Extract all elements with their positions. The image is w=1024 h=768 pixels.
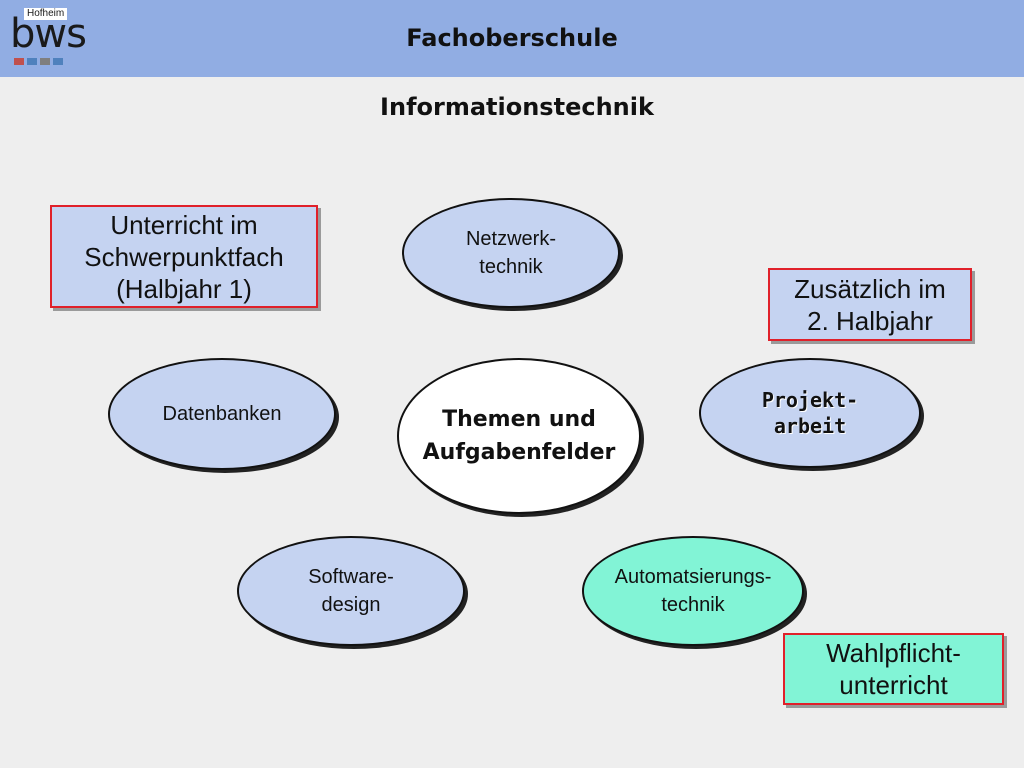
logo-square — [27, 58, 37, 65]
note-schwerpunktfach: Unterricht im Schwerpunktfach (Halbjahr … — [50, 205, 318, 308]
topic-automatisierungstechnik: Automatsierungs- technik — [582, 536, 804, 646]
logo-square — [14, 58, 24, 65]
page-title: Fachoberschule — [406, 24, 618, 52]
topic-projektarbeit: Projekt- arbeit — [699, 358, 921, 468]
logo-squares — [14, 58, 63, 65]
header-bar: bws Hofheim Fachoberschule — [0, 0, 1024, 77]
bws-logo: bws Hofheim — [10, 8, 100, 70]
note-zusaetzlich: Zusätzlich im 2. Halbjahr — [768, 268, 972, 341]
logo-square — [53, 58, 63, 65]
page-subtitle: Informationstechnik — [380, 93, 654, 121]
topic-softwaredesign: Software- design — [237, 536, 465, 646]
center-topic: Themen und Aufgabenfelder — [397, 358, 641, 514]
logo-subtext: Hofheim — [24, 8, 68, 20]
logo-wordmark: bws — [10, 11, 87, 57]
logo-square — [40, 58, 50, 65]
topic-netzwerktechnik: Netzwerk- technik — [402, 198, 620, 308]
topic-datenbanken: Datenbanken — [108, 358, 336, 470]
note-wahlpflicht: Wahlpflicht- unterricht — [783, 633, 1004, 705]
